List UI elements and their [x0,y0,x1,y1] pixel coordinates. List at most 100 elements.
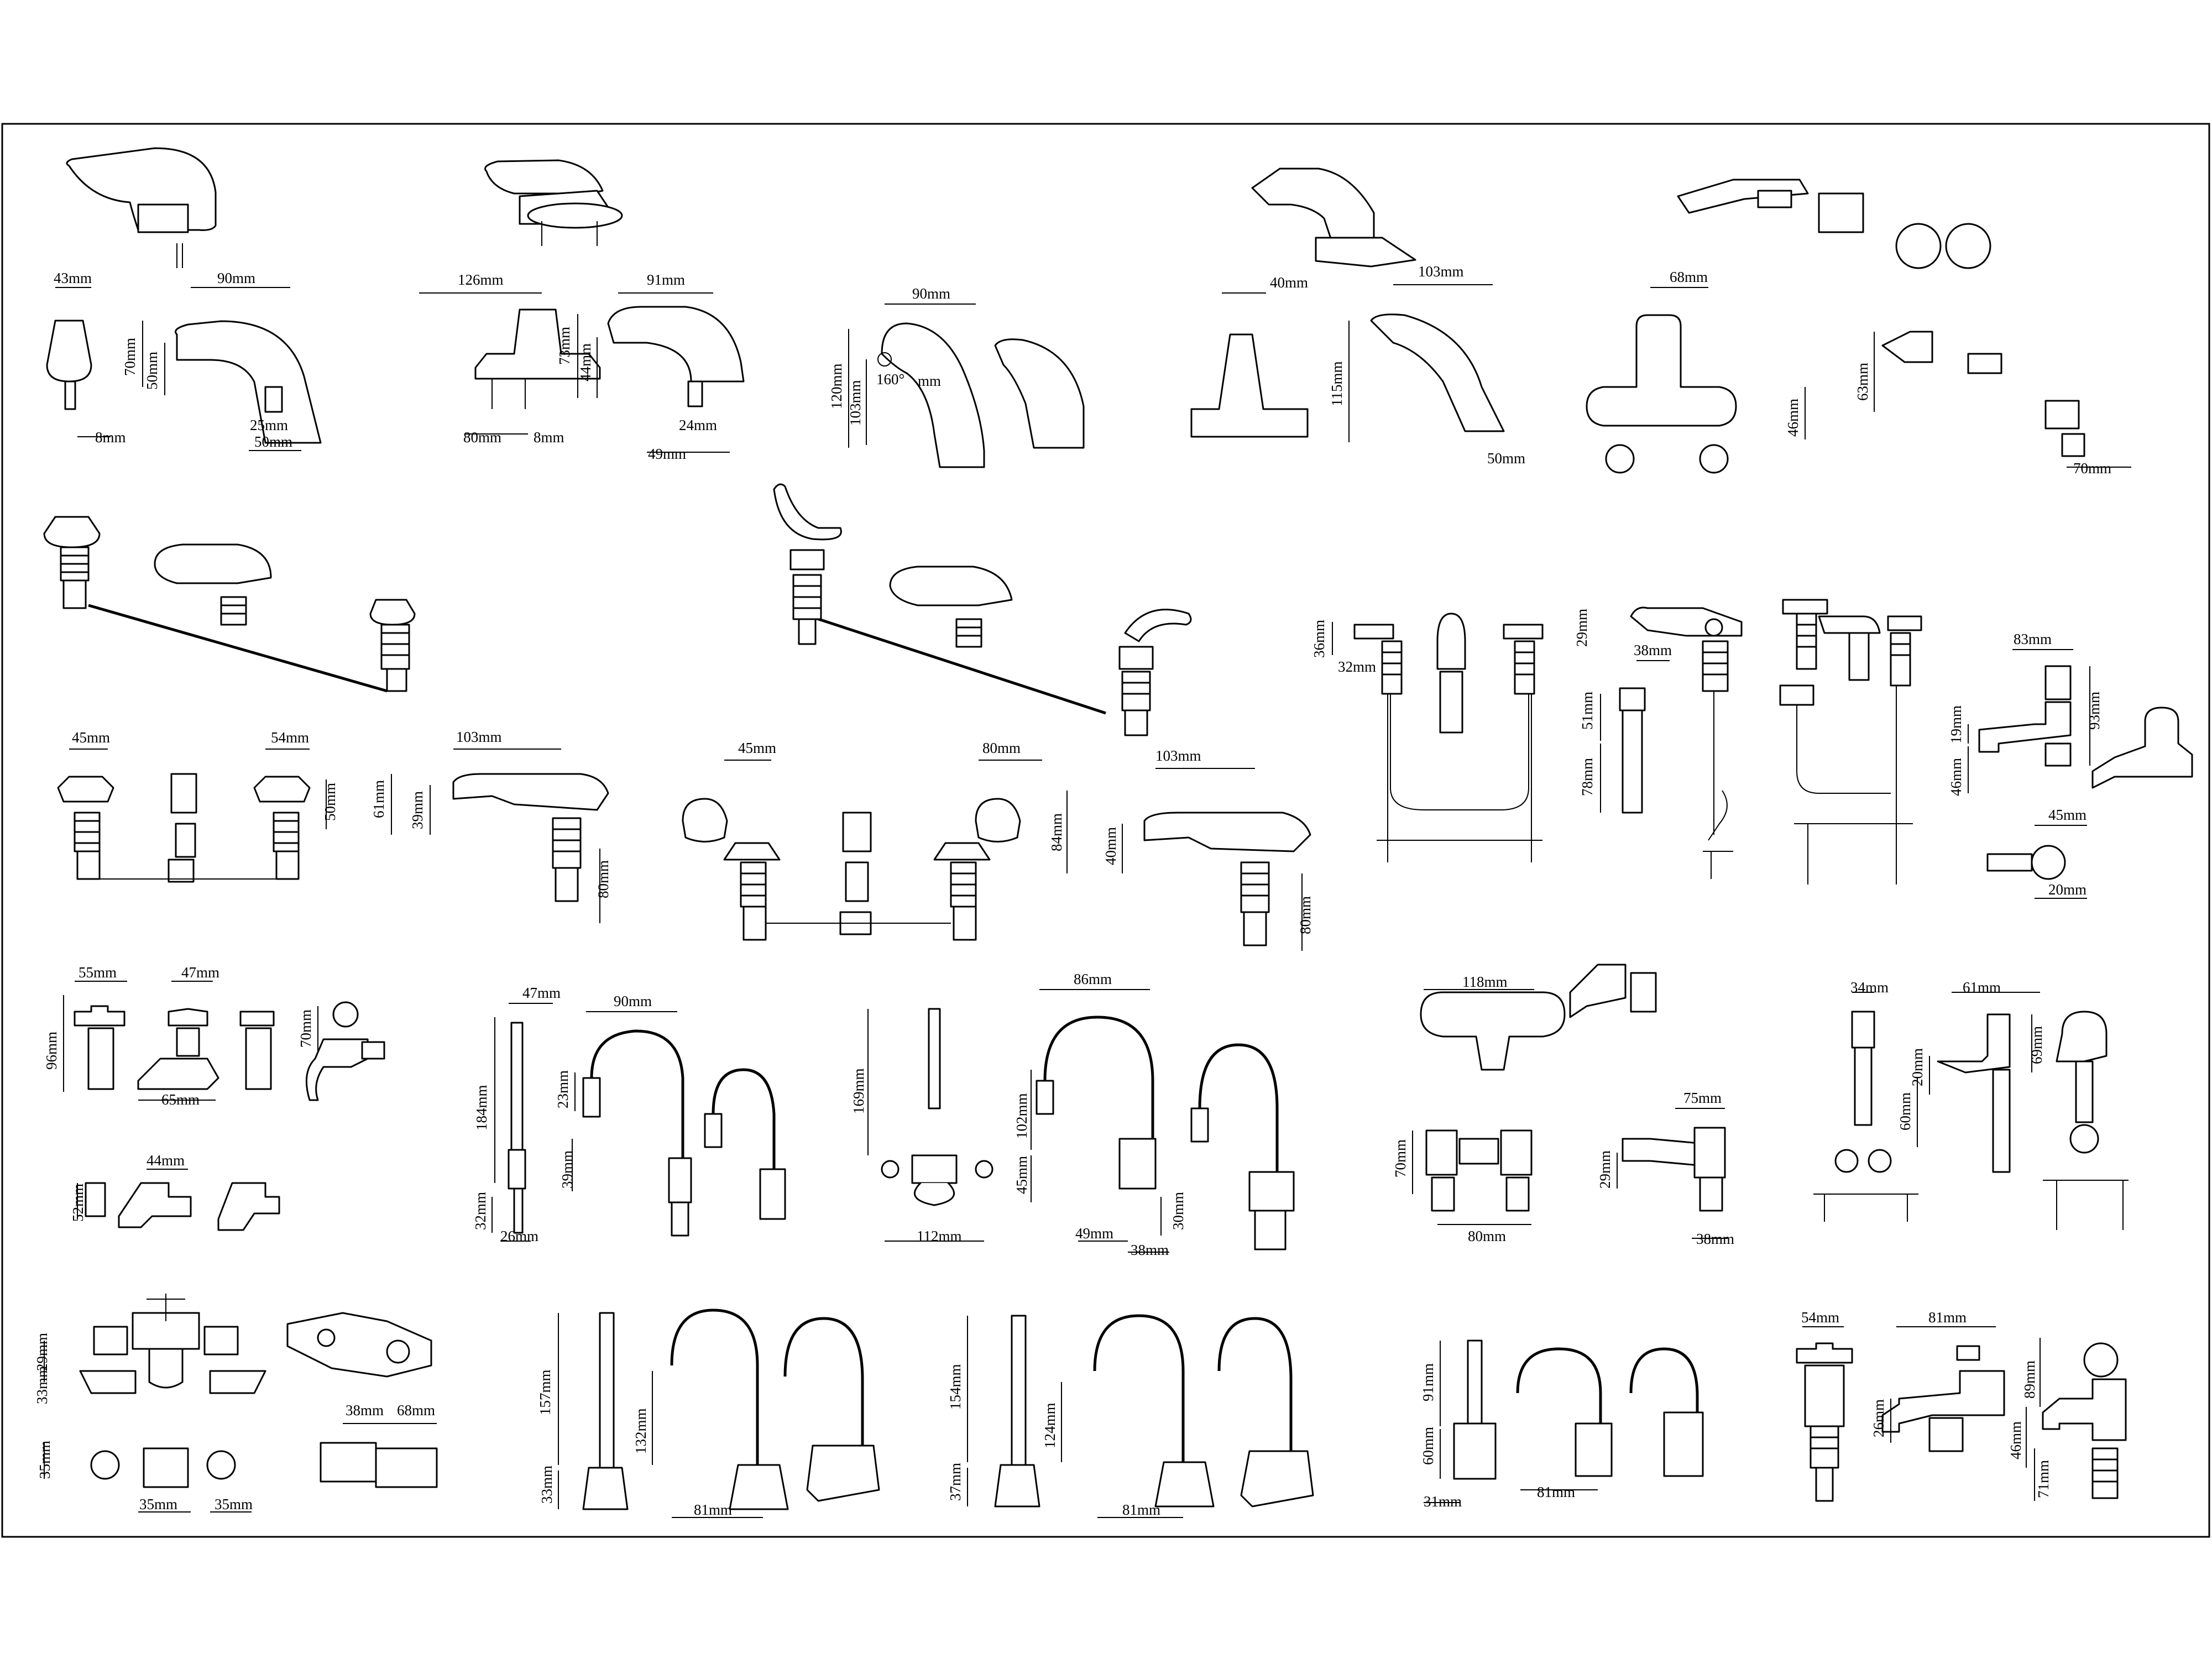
dims-widespread-cross: 45mm 54mm 50mm 103mm 61mm 39mm 80mm [69,729,611,923]
dim-label: 80mm [982,740,1021,756]
dim-label: 54mm [271,729,309,746]
dim-label: 35mm [139,1496,177,1513]
dim-label: 33mm [538,1466,555,1504]
dim-label: 81mm [1537,1484,1575,1500]
dims-bibcocks: 55mm 47mm 96mm 70mm 65mm 44mm 52mm [43,964,318,1222]
dim-label: 90mm [614,993,652,1009]
faucet-drawing-widespread-cross [43,516,609,902]
dim-label: 103mm [1418,263,1464,280]
dim-label: 39mm [559,1150,576,1189]
dim-label: 40mm [1102,827,1119,865]
faucet-drawing-push-tap [1978,665,2193,880]
dim-label: 49mm [1075,1225,1113,1242]
dim-label: 96mm [43,1032,60,1070]
dim-label: 80mm [1468,1228,1506,1244]
dim-label: 25mm [250,417,288,433]
faucet-drawing-gooseneck-mid [994,1314,1314,1508]
dim-label: 80mm [1297,896,1314,934]
dim-label: 50mm [322,783,338,821]
dim-label: 90mm [217,270,255,286]
dim-label: 83mm [2014,631,2052,647]
dim-label: 32mm [1338,658,1376,675]
faucet-drawing-wall-mixer [1586,179,2085,474]
dims-gooseneck-tall: 157mm 132mm 33mm 81mm [537,1313,763,1518]
dim-label: 8mm [534,429,564,446]
dims-sensor-4: 40mm 103mm 115mm 50mm [1222,263,1525,467]
dim-label: 46mm [1785,399,1801,437]
faucet-drawing-single-lever [1619,606,1743,879]
dim-label: 126mm [458,271,504,288]
dim-label: 38mm [1131,1242,1169,1258]
dim-label: 68mm [1670,269,1708,285]
dim-label: 47mm [181,964,219,981]
dims-pillar-tap: 54mm 81mm 26mm 89mm 46mm 71mm [1801,1309,2052,1501]
dim-label: 45mm [738,740,776,756]
dims-sensor-3: 90mm 120mm 103mm 160° mm [828,285,976,448]
dim-label: 154mm [947,1364,964,1410]
dims-push-manifold: 34mm 61mm 20mm 60mm 69mm [1850,979,2045,1147]
dim-label: 81mm [694,1501,732,1518]
dim-label: 40mm [1270,274,1308,291]
dim-label: 75mm [1683,1090,1722,1106]
dim-label: 102mm [1013,1093,1030,1139]
dim-label: 38mm [1634,642,1672,658]
dim-label: 38mm [1696,1231,1734,1247]
dim-label: 50mm [144,352,160,390]
dim-label: 35mm [215,1496,253,1513]
dim-label: 47mm [522,985,561,1001]
faucet-drawing-wall-mixer-cross [79,1294,438,1488]
dim-label: 54mm [1801,1309,1839,1326]
dim-label: 112mm [917,1228,962,1244]
dim-label: 44mm [147,1152,185,1169]
dim-label: 31mm [1424,1493,1462,1510]
dim-label: 34mm [1850,979,1889,996]
dims-gooseneck-mid: 154mm 124mm 37mm 81mm [947,1316,1183,1518]
sheet-border [1,123,2210,1538]
dim-label: 73mm [556,327,573,365]
dim-label: 80mm [595,860,611,898]
dim-label: 65mm [161,1091,200,1108]
dim-label: 120mm [828,363,845,409]
faucet-drawing-concealed-mixer [1420,964,1726,1212]
dim-label: 43mm [54,270,92,286]
dim-label: 50mm [254,433,292,450]
dims-sensor-2: 126mm 91mm 73mm 44mm 80mm 8mm 24mm 49mm [419,271,730,462]
dim-label: 51mm [1579,692,1596,730]
dim-label: 19mm [1948,705,1964,744]
dim-label: 29mm [34,1333,50,1371]
dim-label: 169mm [850,1068,867,1114]
faucet-drawing-sensor-2 [474,159,745,409]
faucet-drawing-lab-single [508,1022,786,1237]
faucet-drawing-lab-double [881,1008,1295,1250]
dim-label: 55mm [79,964,117,981]
faucet-drawing-bibcocks [74,1001,385,1231]
dim-label: 69mm [2028,1026,2045,1064]
dim-label: 91mm [647,271,685,288]
dim-label: 132mm [632,1408,649,1454]
dim-label: 29mm [1573,609,1590,647]
dim-label: 39mm [409,791,426,829]
dim-label: 49mm [648,446,686,462]
dim-label: 70mm [1392,1139,1409,1177]
dim-label: 26mm [1870,1399,1887,1437]
dim-label: 60mm [1897,1092,1913,1131]
dim-label: 93mm [2086,692,2103,730]
dim-label: 46mm [2007,1421,2024,1459]
dim-label: 50mm [1487,450,1525,467]
faucet-drawing-push-manifold [1813,1011,2129,1230]
dim-label: 24mm [679,417,717,433]
dim-label: 71mm [2035,1460,2052,1498]
dim-label: 37mm [947,1463,964,1501]
dim-label: 61mm [370,780,387,818]
dim-label: 91mm [1420,1363,1436,1401]
faucet-drawing-sensor-4 [1190,168,1505,438]
dim-label: mm [918,373,941,389]
dim-label: 103mm [1155,747,1201,764]
dims-wall-mixer: 68mm 63mm 46mm 70mm [1650,269,2131,477]
dim-label: 33mm [34,1366,50,1404]
dim-label: 32mm [472,1192,489,1230]
dim-label: 89mm [2021,1360,2038,1399]
dims-sensor-1: 43mm 90mm 70mm 50mm 8mm 25mm 50mm [54,270,301,451]
dim-label: 184mm [473,1085,490,1131]
